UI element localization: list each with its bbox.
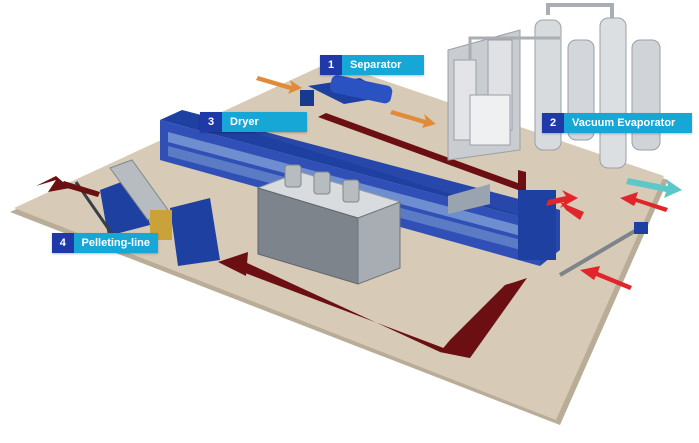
screw-conveyor [558, 222, 648, 277]
flow-arrows [36, 76, 682, 290]
label-dryer-name: Dryer [222, 112, 307, 132]
separator-machine [300, 75, 393, 106]
label-vacuum-evaporator: 2 Vacuum Evaporator [542, 113, 692, 133]
label-pelleting-line: 4 Pelleting-line [52, 233, 158, 253]
cooling-unit [256, 164, 402, 285]
label-vacuum-evaporator-name: Vacuum Evaporator [564, 113, 692, 133]
dryer-feed-path [318, 113, 526, 190]
label-dryer-number: 3 [200, 112, 222, 132]
label-separator-number: 1 [320, 55, 342, 75]
label-separator-name: Separator [342, 55, 424, 75]
label-vacuum-evaporator-number: 2 [542, 113, 564, 133]
vacuum-evaporator [447, 3, 661, 169]
return-flow-path [218, 252, 527, 358]
pelleting-line [74, 159, 220, 266]
label-pelleting-line-name: Pelleting-line [73, 233, 158, 253]
label-separator: 1 Separator [320, 55, 424, 75]
label-dryer: 3 Dryer [200, 112, 307, 132]
label-pelleting-line-number: 4 [52, 233, 74, 253]
